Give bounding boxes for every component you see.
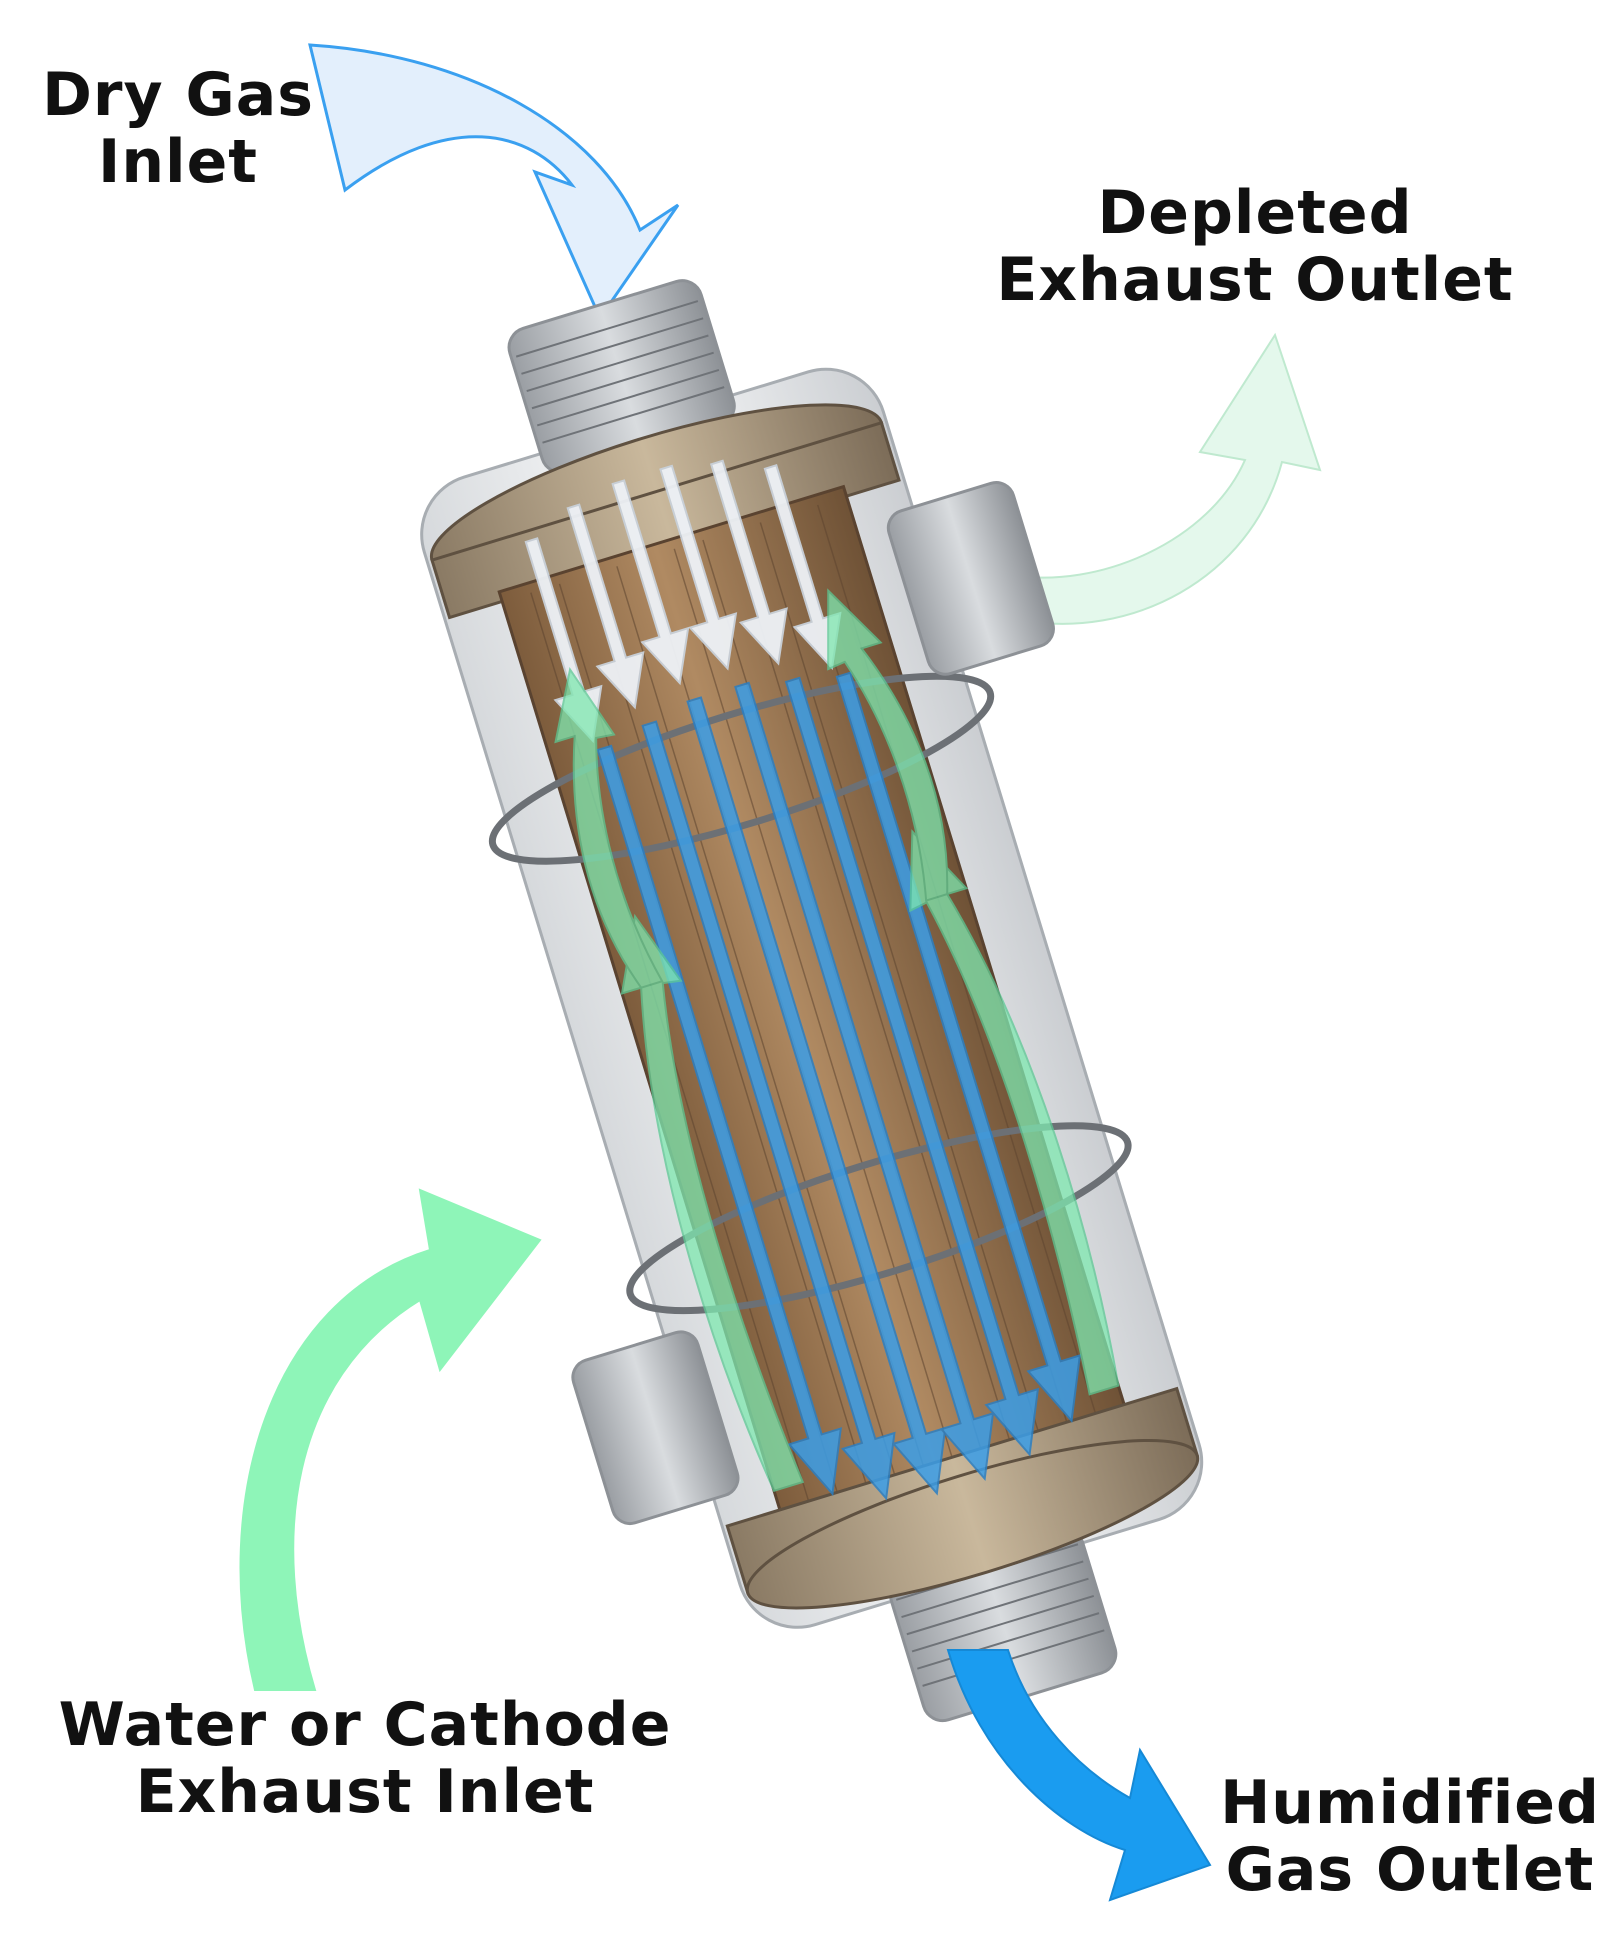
humidified-gas-outlet-label: Humidified Gas Outlet xyxy=(1215,1768,1605,1906)
dry-gas-inlet-label: Dry Gas Inlet xyxy=(28,60,328,198)
dry-gas-inlet-arrow xyxy=(308,43,680,322)
exhaust-flow-arrows xyxy=(554,588,1120,1492)
lower-ring xyxy=(626,1122,1132,1315)
water-cathode-inlet-label-line-1: Water or Cathode xyxy=(58,1690,672,1760)
depleted-exhaust-outlet-label-line-1: Depleted xyxy=(1097,178,1413,248)
water-cathode-inlet-label: Water or Cathode Exhaust Inlet xyxy=(55,1690,675,1828)
water-cathode-inlet-label-line-2: Exhaust Inlet xyxy=(135,1757,595,1828)
depleted-exhaust-outlet-label-line-2: Exhaust Outlet xyxy=(996,245,1514,316)
humidified-gas-outlet-arrow xyxy=(946,1649,1212,1902)
dry-gas-inlet-label-line-1: Dry Gas xyxy=(42,60,314,130)
humidifier-body xyxy=(420,279,1204,1723)
depleted-exhaust-outlet-label: Depleted Exhaust Outlet xyxy=(995,178,1515,316)
depleted-side-port xyxy=(886,481,1055,676)
dry-gas-inlet-label-line-2: Inlet xyxy=(98,127,258,198)
water-cathode-inlet-arrow xyxy=(239,1188,542,1691)
depleted-exhaust-outlet-arrow xyxy=(1008,332,1322,625)
inlet-side-port xyxy=(571,1330,740,1526)
humidified-flow-arrows xyxy=(596,671,1082,1501)
bottom-port-threads xyxy=(895,1543,1105,1687)
humidified-gas-outlet-label-line-1: Humidified xyxy=(1220,1768,1600,1838)
humidified-gas-outlet-label-line-2: Gas Outlet xyxy=(1225,1835,1595,1906)
top-port-threads xyxy=(515,300,725,444)
bottom-end-cap xyxy=(745,1439,1200,1610)
upper-ring xyxy=(488,672,995,865)
